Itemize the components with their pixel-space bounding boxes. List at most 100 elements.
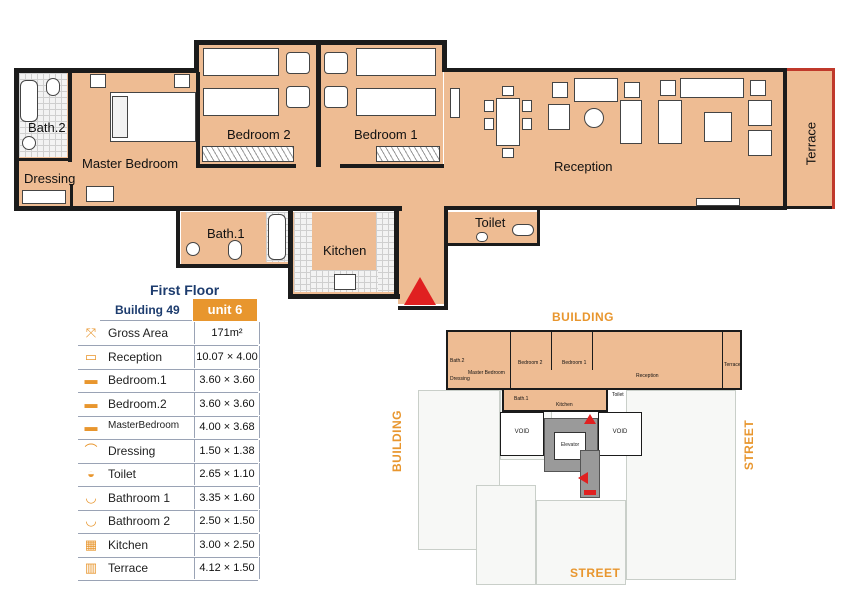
row-label: Kitchen [108, 537, 149, 552]
row-value: 3.00 × 2.50 [194, 533, 260, 556]
single-bed [356, 48, 436, 76]
wall [537, 208, 540, 246]
wall [398, 306, 448, 310]
entrance-marker-small [584, 414, 596, 424]
row-label: MasterBedroom [108, 420, 180, 431]
nightstand [286, 52, 310, 74]
unit-name: unit 6 [207, 302, 243, 317]
stove [334, 274, 356, 290]
nightstand [90, 74, 106, 88]
row-label: Bathroom 1 [108, 490, 171, 505]
nightstand [324, 86, 348, 108]
row-value: 2.65 × 1.10 [194, 463, 260, 485]
closet [22, 190, 66, 204]
floor-plan: Bath.2 Master Bedroom Dressing Bedroom 2… [14, 40, 835, 310]
room-label-terrace: Terrace [803, 121, 819, 166]
toilet-fixture [512, 224, 534, 236]
master-bed-pillow [112, 96, 128, 138]
wall [787, 206, 835, 209]
entrance-marker-small [578, 472, 588, 484]
console [450, 88, 460, 118]
entrance-marker [404, 277, 436, 305]
bed-icon: ▬ [84, 419, 98, 434]
unit-divider [722, 330, 723, 388]
wall [68, 72, 72, 162]
dining-chair [502, 86, 514, 96]
sofa [574, 78, 618, 102]
single-bed [356, 88, 436, 116]
room-label-bath2: Bath.2 [28, 120, 66, 135]
bathtub [268, 214, 286, 260]
wall [444, 243, 540, 246]
wall [18, 158, 72, 161]
row-label: Terrace [108, 561, 149, 575]
row-value: 10.07 × 4.00 [194, 345, 260, 368]
row-value: 4.00 × 3.68 [194, 416, 260, 438]
row-label: Toilet [108, 467, 137, 481]
wall [340, 164, 444, 168]
mini-label-dressing: Dressing [450, 376, 470, 382]
row-value: 3.60 × 3.60 [194, 392, 260, 415]
wall [14, 68, 19, 210]
wall [288, 208, 293, 298]
terrace-floor [787, 70, 833, 208]
label-street-bottom: STREET [570, 566, 621, 580]
bathtub [20, 80, 38, 122]
wardrobe [202, 146, 294, 162]
mini-label-bath2: Bath.2 [450, 358, 465, 364]
armchair [620, 100, 642, 144]
room-label-toilet: Toilet [475, 215, 506, 230]
room-label-kitchen: Kitchen [323, 243, 367, 258]
wardrobe [376, 146, 440, 162]
wall [444, 206, 786, 210]
coffee-table [584, 108, 604, 128]
row-label: Gross Area [108, 326, 169, 340]
highlighted-unit-lower [502, 388, 608, 412]
floor-title: First Floor [150, 282, 220, 298]
armchair [660, 80, 676, 96]
wall [442, 40, 447, 72]
sink [22, 136, 36, 150]
mini-label-bath1: Bath.1 [514, 396, 529, 402]
kitchen-counter [294, 212, 312, 292]
mini-label-toilet: Toilet [612, 392, 624, 398]
mini-label-kitchen: Kitchen [556, 402, 573, 408]
wall [442, 68, 786, 72]
neighbor-unit [536, 500, 626, 585]
room-label-bedroom2: Bedroom 2 [227, 127, 291, 142]
void-right-label: VOID [612, 429, 628, 435]
unit-badge: unit 6 [193, 299, 257, 321]
armchair [548, 104, 570, 130]
unit-divider [592, 330, 593, 370]
bathtub-icon: ◡ [85, 513, 97, 528]
armchair [552, 82, 568, 98]
sink [476, 232, 488, 242]
nightstand [174, 74, 190, 88]
row-label: Reception [108, 349, 163, 364]
wall [196, 72, 200, 168]
bathtub-icon: ◡ [85, 489, 97, 505]
dressing-chair [86, 186, 114, 202]
wall [783, 68, 787, 210]
row-value: 2.50 × 1.50 [194, 510, 260, 532]
terrace-icon: ▥ [84, 560, 98, 575]
unit-divider [510, 330, 511, 388]
kitchen-counter [376, 212, 394, 292]
label-building-left: BUILDING [390, 410, 404, 472]
wall [444, 210, 448, 310]
unit-divider [551, 330, 552, 370]
row-value: 1.50 × 1.38 [194, 439, 260, 462]
wall [194, 40, 199, 72]
void-left: VOID [500, 412, 544, 456]
room-label-master-bedroom: Master Bedroom [82, 156, 179, 171]
single-bed [203, 48, 279, 76]
kitchen-icon: ▦ [84, 536, 98, 552]
sink [186, 242, 200, 256]
room-label-bath1: Bath.1 [207, 226, 245, 241]
mini-label-bedroom1: Bedroom 1 [562, 360, 587, 366]
wall [394, 208, 399, 298]
